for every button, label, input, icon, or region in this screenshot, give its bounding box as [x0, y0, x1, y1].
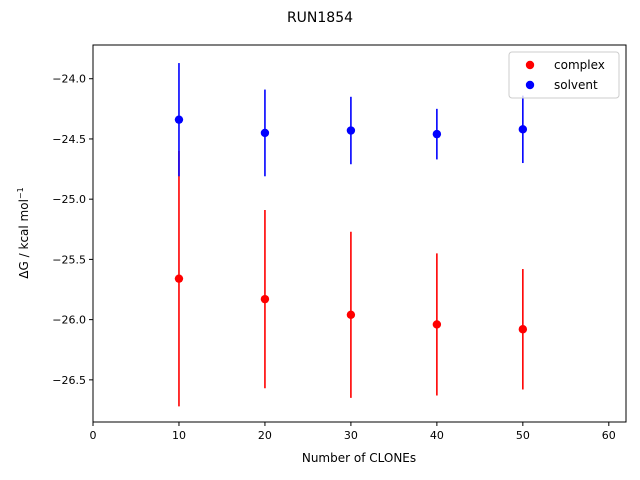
y-axis-label-superscript: −1: [16, 187, 25, 199]
x-axis-ticks: 0 10 20 30 40 50 60: [90, 422, 616, 442]
data-point: [432, 129, 442, 139]
data-point: [346, 310, 356, 320]
data-point: [174, 274, 184, 283]
y-axis-label: ΔG / kcal mol−1: [16, 187, 31, 278]
x-tick-label: 10: [172, 429, 186, 442]
y-tick-label: −26.5: [52, 374, 86, 387]
legend: complex solvent: [508, 51, 620, 99]
x-tick-label: 40: [430, 429, 444, 442]
data-point: [432, 320, 442, 329]
x-tick-label: 0: [90, 429, 97, 442]
y-tick-label: −25.5: [52, 253, 86, 266]
data-point: [260, 128, 270, 138]
data-point: [346, 126, 356, 135]
x-axis-label: Number of CLONEs: [302, 451, 416, 465]
data-point: [260, 294, 270, 304]
legend-box: [508, 51, 620, 99]
legend-marker: [525, 60, 535, 70]
data-point: [518, 325, 528, 334]
legend-marker: [525, 80, 535, 90]
y-tick-label: −24.0: [52, 73, 86, 86]
series-solvent: [174, 63, 528, 177]
plot-marks: [174, 63, 528, 407]
x-tick-label: 30: [344, 429, 358, 442]
legend-label: complex: [554, 58, 605, 72]
data-point: [518, 125, 528, 134]
y-axis-ticks: −24.0 −24.5 −25.0 −25.5 −26.0 −26.5: [52, 73, 93, 387]
series-complex: [174, 150, 528, 407]
y-tick-label: −24.5: [52, 133, 86, 146]
chart-title: RUN1854: [287, 10, 353, 26]
y-tick-label: −26.0: [52, 314, 86, 327]
y-axis-label-main: ΔG / kcal mol: [17, 199, 31, 279]
plot-frame: [92, 44, 627, 423]
data-point: [174, 115, 184, 124]
y-tick-label: −25.0: [52, 193, 86, 206]
x-tick-label: 60: [602, 429, 616, 442]
legend-label: solvent: [554, 78, 598, 92]
x-tick-label: 50: [516, 429, 530, 442]
x-tick-label: 20: [258, 429, 272, 442]
